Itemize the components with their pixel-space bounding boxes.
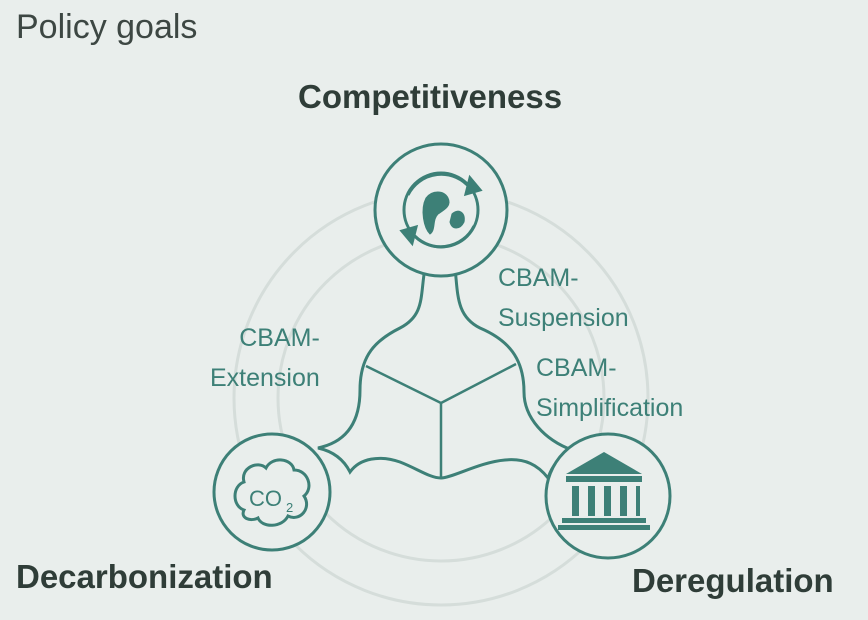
center-cube-icon (365, 362, 517, 478)
goal-decarbonization: Decarbonization (16, 558, 273, 595)
policy-suspension-line2: Suspension (498, 304, 629, 332)
goal-deregulation: Deregulation (632, 562, 834, 599)
co2-label: CO (249, 486, 282, 511)
page-title: Policy goals (16, 8, 198, 46)
globe-recycle-icon (399, 171, 483, 249)
co2-subscript: 2 (286, 500, 293, 515)
policy-extension-line1: CBAM- (239, 324, 320, 352)
policy-simplification-line2: Simplification (536, 394, 684, 422)
left-icon-circle (212, 432, 332, 552)
government-building-icon (558, 452, 650, 530)
goal-competitiveness: Competitiveness (298, 78, 563, 115)
policy-cbam-suspension: CBAM- Suspension (498, 258, 629, 338)
policy-extension-line2: Extension (210, 364, 320, 392)
policy-cbam-extension: CBAM- Extension (210, 318, 320, 398)
co2-cloud-icon (233, 458, 311, 527)
policy-simplification-line1: CBAM- (536, 354, 617, 382)
policy-suspension-line1: CBAM- (498, 264, 579, 292)
policy-cbam-simplification: CBAM- Simplification (536, 348, 683, 428)
